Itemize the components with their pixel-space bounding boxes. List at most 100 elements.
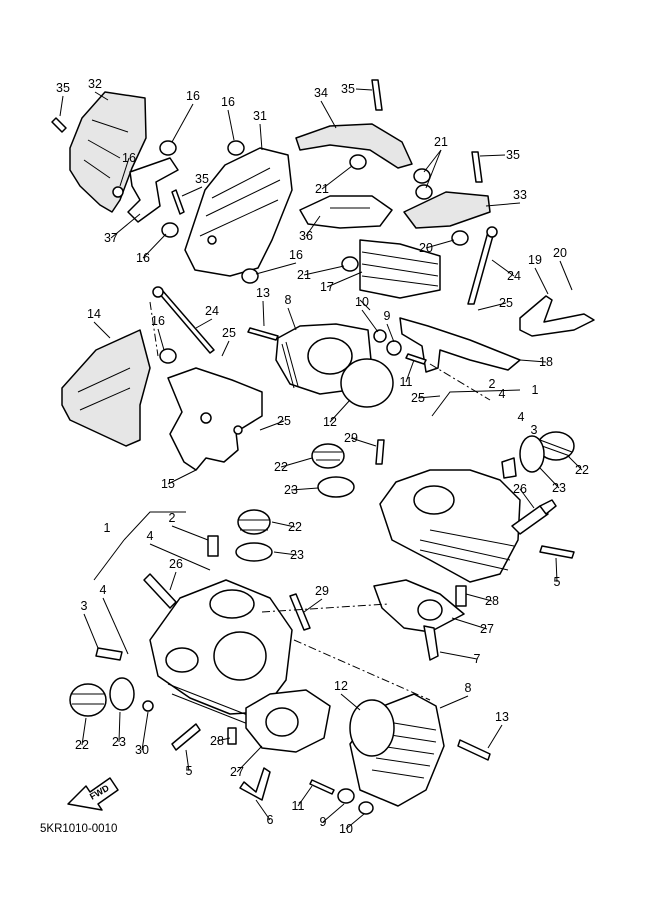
- callout-leader-line: [171, 525, 209, 541]
- callout-30: 30: [135, 743, 149, 757]
- oring-23-right: [519, 435, 545, 473]
- callout-leader-line: [110, 213, 141, 239]
- callout-35: 35: [195, 172, 209, 186]
- callout-5: 5: [186, 764, 193, 778]
- callout-3: 3: [531, 423, 538, 437]
- callout-leader-line: [297, 785, 313, 807]
- cylinder-head-cover-31: [184, 147, 293, 277]
- callout-leader-line: [425, 149, 442, 189]
- bolt-13-upper: [247, 327, 279, 341]
- plug-3-right: [501, 457, 517, 479]
- callout-25: 25: [411, 391, 425, 405]
- diagram-code: 5KR1010-0010: [40, 823, 117, 835]
- callout-leader-line: [255, 799, 271, 821]
- bracket-14: [61, 329, 151, 447]
- callout-leader-line: [361, 309, 379, 333]
- callout-leader-line: [157, 328, 165, 351]
- callout-leader-line: [195, 318, 213, 329]
- callout-leader-line: [405, 359, 415, 383]
- callout-leader-line: [451, 617, 488, 630]
- spark-plug-26-right: [511, 499, 557, 535]
- callout-10: 10: [339, 822, 353, 836]
- callout-35: 35: [341, 82, 355, 96]
- callout-leader-line: [227, 109, 235, 141]
- callout-leader-line: [329, 399, 351, 423]
- callout-leader-line: [519, 488, 535, 509]
- callout-11: 11: [292, 799, 305, 813]
- callout-4: 4: [100, 583, 107, 597]
- callout-leader-line: [290, 487, 319, 491]
- callout-11: 11: [400, 375, 413, 389]
- pipe-7-right: [423, 625, 439, 661]
- callout-23: 23: [290, 548, 304, 562]
- callout-leader-line: [280, 457, 313, 468]
- callout-leader-line: [83, 613, 99, 649]
- callout-leader-line: [149, 543, 211, 571]
- callout-13: 13: [256, 286, 270, 300]
- callout-leader-line: [465, 593, 493, 602]
- callout-16: 16: [151, 314, 165, 328]
- callout-18: 18: [539, 355, 553, 369]
- cover-33: [403, 191, 491, 229]
- callout-leader-line: [355, 88, 373, 91]
- callout-leader-line: [386, 323, 395, 343]
- callout-leader-line: [439, 651, 478, 660]
- callout-leader-line: [181, 186, 203, 197]
- callout-25: 25: [222, 326, 236, 340]
- callout-4: 4: [499, 387, 506, 401]
- callout-20: 20: [553, 246, 567, 260]
- grommets-21: [341, 154, 469, 272]
- callout-19: 19: [528, 253, 542, 267]
- callout-leader-line: [216, 737, 231, 742]
- assembly-lines: [93, 299, 521, 701]
- callout-leader-line: [321, 165, 353, 190]
- callout-29: 29: [344, 431, 358, 445]
- callout-16: 16: [289, 248, 303, 262]
- cover-34: [295, 123, 413, 169]
- callout-leader-line: [167, 469, 197, 485]
- callout-22: 22: [75, 738, 89, 752]
- cap-22-lower-mid: [237, 509, 271, 535]
- callout-leader-line: [171, 103, 194, 143]
- callout-leader-line: [94, 91, 109, 101]
- callout-25: 25: [499, 296, 513, 310]
- callout-leader-line: [417, 395, 441, 399]
- callout-14: 14: [87, 307, 101, 321]
- finned-cover-17: [359, 239, 441, 299]
- callout-leader-line: [259, 123, 263, 151]
- oring-23-lower-left: [109, 677, 135, 711]
- callout-5: 5: [554, 575, 561, 589]
- callout-leader-line: [169, 571, 177, 591]
- callout-leader-line: [81, 717, 87, 746]
- bolt-29-lower: [289, 593, 311, 631]
- callout-leader-line: [326, 271, 363, 288]
- breather-plate-37: [127, 157, 179, 223]
- bracket-18: [399, 317, 521, 373]
- callout-leader-line: [477, 302, 507, 311]
- callout-24: 24: [507, 269, 521, 283]
- callout-9: 9: [384, 309, 391, 323]
- callout-15: 15: [161, 477, 175, 491]
- callout-27: 27: [230, 765, 244, 779]
- callout-leader-line: [259, 420, 285, 431]
- callout-21: 21: [297, 268, 311, 282]
- callout-23: 23: [552, 481, 566, 495]
- callout-28: 28: [210, 734, 224, 748]
- callout-22: 22: [288, 520, 302, 534]
- callout-leader-line: [479, 154, 506, 157]
- callout-32: 32: [88, 77, 102, 91]
- callout-leader-line: [141, 711, 149, 751]
- callout-leader-line: [340, 693, 361, 711]
- side-cover-32: [69, 91, 147, 213]
- grommets-16: [159, 140, 259, 364]
- callout-8: 8: [465, 681, 472, 695]
- callout-36: 36: [299, 229, 313, 243]
- callout-28: 28: [485, 594, 499, 608]
- callout-33: 33: [513, 188, 527, 202]
- callout-29: 29: [315, 584, 329, 598]
- callout-leader-line: [271, 521, 296, 528]
- cylinder-head-lower: [149, 579, 293, 725]
- callout-22: 22: [274, 460, 288, 474]
- stud-bolts-24: [152, 226, 498, 354]
